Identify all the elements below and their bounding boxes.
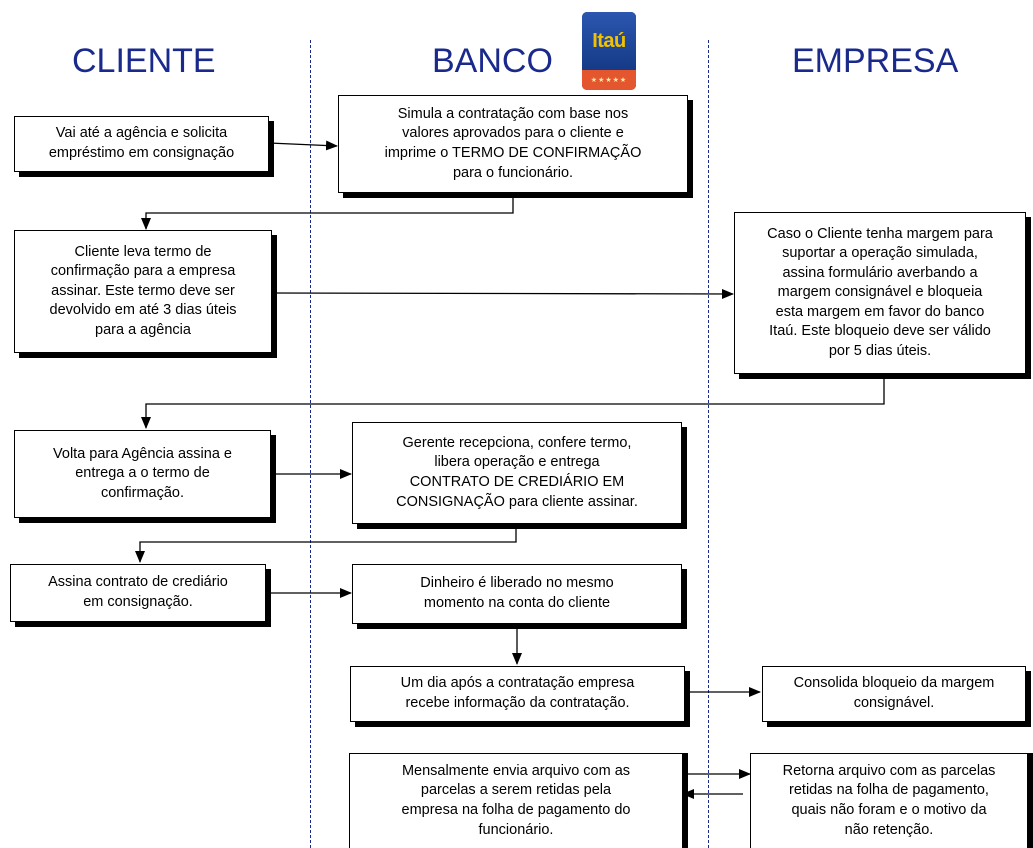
text-line: empresa na folha de pagamento do — [401, 802, 631, 818]
step-monthly-file-text: Mensalmente envia arquivo com as parcela… — [402, 762, 631, 840]
arrow-b6-b7 — [135, 524, 517, 563]
text-line: imprime o TERMO DE CONFIRMAÇÃO — [384, 145, 642, 161]
text-line: valores aprovados para o cliente e — [402, 125, 624, 142]
step-manager-review-text: Gerente recepciona, confere termo, liber… — [396, 434, 638, 512]
text-line: margem consignável e bloqueia — [777, 284, 983, 301]
text-line: assina formulário averbando a — [782, 264, 978, 281]
text-line: CONTRATO DE CREDIÁRIO EM — [409, 474, 625, 490]
step-request-loan-text: Vai até a agência e solicita empréstimo … — [49, 124, 234, 163]
step-consolidate-block-text: Consolida bloqueio da margem consignável… — [794, 674, 995, 713]
text-line: Dinheiro é liberado no mesmo — [420, 575, 614, 592]
step-block-margin-text: Caso o Cliente tenha margem para suporta… — [767, 225, 993, 362]
step-take-term-to-company-text: Cliente leva termo de confirmação para a… — [50, 243, 237, 341]
step-return-to-agency-text: Volta para Agência assina e entrega a o … — [53, 445, 232, 504]
text-line: devolvido em até 3 dias úteis — [49, 302, 237, 319]
itau-logo-icon: Itaú ★★★★★ — [582, 12, 636, 90]
step-request-loan: Vai até a agência e solicita empréstimo … — [14, 116, 269, 172]
step-company-notified-text: Um dia após a contratação empresa recebe… — [401, 674, 635, 713]
step-return-file: Retorna arquivo com as parcelas retidas … — [750, 753, 1028, 848]
text-line: quais não foram e o motivo da — [791, 802, 987, 818]
lane-divider-left — [310, 40, 311, 848]
column-title-empresa: EMPRESA — [792, 42, 959, 80]
text-line: confirmação para a empresa — [50, 263, 236, 280]
logo-stars: ★★★★★ — [582, 70, 636, 90]
text-line: entrega a o termo de — [75, 465, 210, 482]
step-manager-review: Gerente recepciona, confere termo, liber… — [352, 422, 682, 524]
text-line: empréstimo em consignação — [48, 145, 235, 161]
text-line: para a agência — [95, 321, 191, 338]
text-line: Volta para Agência assina e — [53, 445, 232, 462]
text-line: para o funcionário. — [452, 164, 574, 181]
text-line: Um dia após a contratação empresa — [400, 675, 635, 692]
text-line: não retenção. — [844, 821, 934, 838]
text-line: funcionário. — [478, 821, 554, 838]
text-line: Caso o Cliente tenha margem para — [767, 225, 993, 242]
text-line: suportar a operação simulada, — [782, 245, 978, 262]
text-line: consignável. — [853, 695, 935, 711]
step-return-to-agency: Volta para Agência assina e entrega a o … — [14, 430, 271, 518]
text-line: retidas na folha de pagamento, — [789, 782, 989, 799]
text-line: Mensalmente envia arquivo com as — [401, 762, 631, 779]
step-simulate-contract: Simula a contratação com base nos valore… — [338, 95, 688, 193]
step-return-file-text: Retorna arquivo com as parcelas retidas … — [783, 762, 996, 840]
step-company-notified: Um dia após a contratação empresa recebe… — [350, 666, 685, 722]
text-line: Itaú. Este bloqueio deve ser válido — [769, 323, 991, 340]
step-block-margin: Caso o Cliente tenha margem para suporta… — [734, 212, 1026, 374]
text-line: confirmação. — [100, 484, 184, 501]
text-line: por 5 dias úteis. — [828, 342, 932, 359]
arrow-b2-b3 — [141, 193, 514, 230]
arrow-b3-b4 — [271, 288, 734, 299]
text-line: Assina contrato de crediário — [48, 574, 228, 591]
step-simulate-contract-text: Simula a contratação com base nos valore… — [385, 105, 642, 183]
step-sign-contract: Assina contrato de crediário em consigna… — [10, 564, 266, 622]
text-line: momento na conta do cliente — [423, 595, 611, 611]
text-line: recebe informação da contratação. — [405, 695, 630, 711]
step-monthly-file: Mensalmente envia arquivo com as parcela… — [349, 753, 683, 848]
text-line: em consignação. — [83, 594, 193, 610]
text-line: Vai até a agência e solicita — [55, 125, 228, 142]
text-line: esta margem em favor do banco — [775, 303, 985, 320]
arrow-b1-b2 — [268, 140, 338, 151]
text-line: Cliente leva termo de — [74, 243, 212, 260]
text-line: Simula a contratação com base nos — [397, 105, 629, 122]
text-line: assinar. Este termo deve ser — [51, 282, 235, 299]
logo-top: Itaú — [582, 12, 636, 70]
lane-divider-right — [708, 40, 709, 848]
text-line: Gerente recepciona, confere termo, — [402, 434, 632, 451]
column-title-banco: BANCO — [432, 42, 553, 80]
text-line: libera operação e entrega — [434, 454, 600, 471]
step-take-term-to-company: Cliente leva termo de confirmação para a… — [14, 230, 272, 353]
text-line: CONSIGNAÇÃO para cliente assinar. — [396, 493, 638, 510]
logo-text: Itaú — [592, 29, 626, 52]
column-title-cliente: CLIENTE — [72, 42, 216, 80]
text-line: Retorna arquivo com as parcelas — [782, 762, 996, 779]
step-money-released-text: Dinheiro é liberado no mesmo momento na … — [420, 574, 613, 613]
arrow-b4-b5 — [141, 374, 885, 429]
text-line: Consolida bloqueio da margem — [793, 675, 995, 692]
step-consolidate-block: Consolida bloqueio da margem consignável… — [762, 666, 1026, 722]
step-sign-contract-text: Assina contrato de crediário em consigna… — [48, 573, 228, 612]
step-money-released: Dinheiro é liberado no mesmo momento na … — [352, 564, 682, 624]
text-line: parcelas a serem retidas pela — [420, 782, 612, 799]
